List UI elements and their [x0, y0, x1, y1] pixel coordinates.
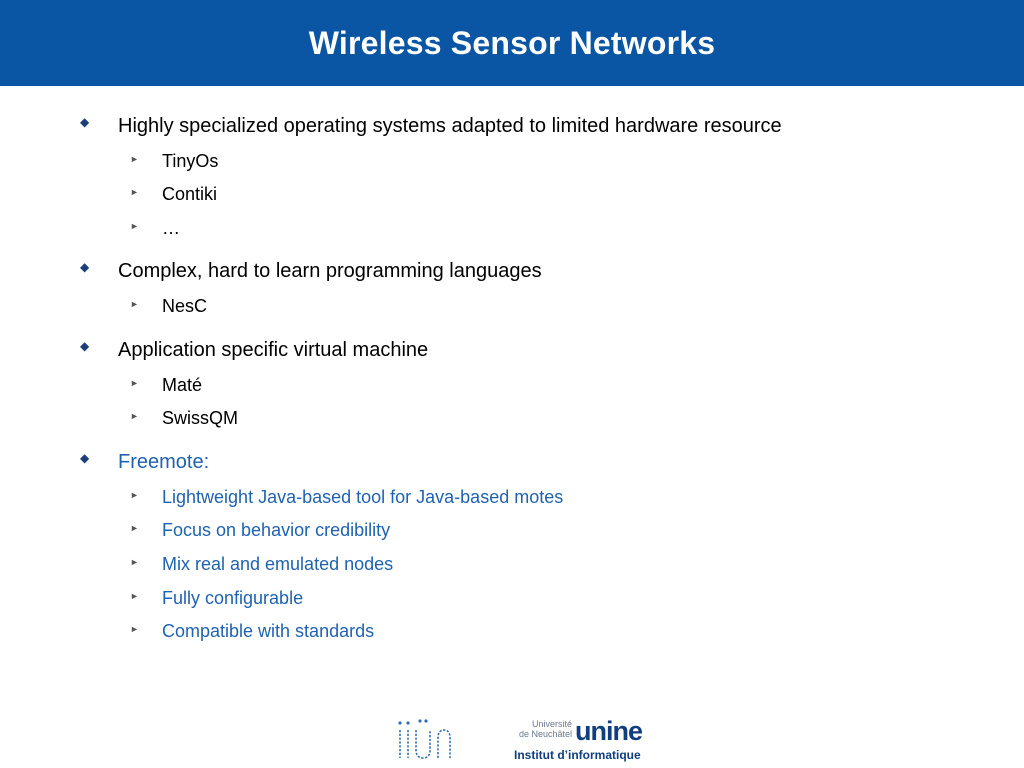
unine-logo-line2: de Neuchâtel [518, 729, 572, 739]
sub-bullet-item: ► Mix real and emulated nodes [130, 554, 394, 575]
sub-bullet-item: ► NesC [130, 296, 208, 317]
institute-label: Institut d’informatique [514, 748, 641, 762]
sub-bullet-text: Contiki [162, 184, 218, 204]
triangle-bullet-icon: ► [130, 490, 139, 500]
bullet-item: ◆ Highly specialized operating systems a… [80, 115, 782, 138]
sub-bullet-item: ► Fully configurable [130, 588, 304, 609]
bullet-text: Highly specialized operating systems ada… [118, 115, 782, 137]
unine-logo: Université de Neuchâtel unine Institut d… [512, 716, 662, 764]
sub-bullet-item: ► SwissQM [130, 408, 238, 429]
sub-bullet-text: NesC [162, 296, 208, 316]
triangle-bullet-icon: ► [130, 299, 139, 309]
triangle-bullet-icon: ► [130, 411, 139, 421]
sub-bullet-text: Fully configurable [162, 588, 304, 608]
triangle-bullet-icon: ► [130, 221, 139, 231]
bullet-text: Complex, hard to learn programming langu… [118, 260, 542, 282]
triangle-bullet-icon: ► [130, 624, 139, 634]
sub-bullet-text: TinyOs [162, 151, 219, 171]
footer-logos: Université de Neuchâtel unine Institut d… [0, 710, 1024, 768]
slide-title: Wireless Sensor Networks [308, 24, 716, 61]
sub-bullet-text: Maté [162, 375, 203, 395]
unine-logo-mark: unine [575, 716, 643, 746]
diamond-bullet-icon: ◆ [80, 115, 90, 129]
triangle-bullet-icon: ► [130, 523, 139, 533]
bullet-item: ◆ Complex, hard to learn programming lan… [80, 260, 542, 283]
sub-bullet-text: Mix real and emulated nodes [162, 554, 394, 574]
sub-bullet-text: Focus on behavior credibility [162, 520, 391, 540]
bullet-item: ◆ Application specific virtual machine [80, 339, 429, 362]
sub-bullet-text: Compatible with standards [162, 621, 375, 641]
diamond-bullet-icon: ◆ [80, 451, 90, 465]
sub-bullet-text: SwissQM [162, 408, 238, 428]
triangle-bullet-icon: ► [130, 378, 139, 388]
title-bar: Wireless Sensor Networks [0, 0, 1024, 86]
sub-bullet-item: ► … [130, 218, 180, 239]
diamond-bullet-icon: ◆ [80, 260, 90, 274]
sub-bullet-text: Lightweight Java-based tool for Java-bas… [162, 487, 564, 507]
bullet-item: ◆ Freemote: [80, 451, 210, 474]
triangle-bullet-icon: ► [130, 187, 139, 197]
sub-bullet-text: … [162, 218, 180, 238]
sub-bullet-item: ► TinyOs [130, 151, 219, 172]
sub-bullet-item: ► Maté [130, 375, 203, 396]
sub-bullet-item: ► Contiki [130, 184, 218, 205]
sub-bullet-item: ► Compatible with standards [130, 621, 375, 642]
bullet-text: Application specific virtual machine [118, 339, 429, 361]
triangle-bullet-icon: ► [130, 557, 139, 567]
triangle-bullet-icon: ► [130, 591, 139, 601]
unine-logo-line1: Université [531, 719, 572, 729]
sub-bullet-item: ► Lightweight Java-based tool for Java-b… [130, 487, 564, 508]
diamond-bullet-icon: ◆ [80, 339, 90, 353]
sub-bullet-item: ► Focus on behavior credibility [130, 520, 391, 541]
triangle-bullet-icon: ► [130, 154, 139, 164]
bullet-text: Freemote: [118, 451, 210, 473]
iiun-logo-icon [398, 719, 451, 759]
